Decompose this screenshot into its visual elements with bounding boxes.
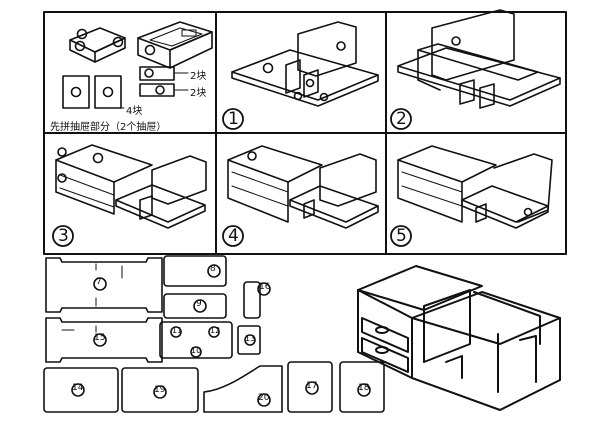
drawer-caption: 先拼抽屉部分（2个抽屉） [50,122,167,133]
part-marker-14c [71,383,85,397]
step-1-badge [222,108,244,130]
drawer-parts-panel [62,21,213,109]
step-3-badge [52,225,74,247]
step-1-panel [231,21,379,107]
part-13-label: 13 [245,334,256,343]
part-marker-7 [262,62,274,74]
part-marker-13b [244,334,256,346]
step-4-label: 4 [228,226,239,246]
part-16-label: 16 [259,282,271,292]
part-marker-17b [305,381,319,395]
qty-label-b: 2块 [190,88,207,99]
part-marker-2 [74,40,86,52]
part-19-label: 19 [154,385,166,395]
part-marker-18 [357,383,371,397]
part-20-label: 20 [258,393,270,403]
step-1-label: 1 [228,109,239,129]
part-marker-12 [451,36,461,46]
part-marker-14b [247,151,257,161]
part-marker-1 [76,28,88,40]
part-7-label: 7 [96,277,102,287]
part-marker-5 [144,68,154,78]
part-17-label: 17 [306,381,318,391]
part-marker-8 [207,264,221,278]
step-number-circles [52,108,412,247]
step-4-badge [222,225,244,247]
part-marker-3 [112,36,124,48]
panel-grid [43,11,567,255]
part-marker-9 [193,299,207,313]
part-18-label: 18 [358,383,370,393]
step-2-panel [397,9,561,109]
step-5-panel [397,145,553,229]
part-11-label: 11 [172,326,183,335]
part-marker-19 [153,385,167,399]
step-2-badge [390,108,412,130]
step-2-label: 2 [396,109,407,129]
step-3-panel [55,144,207,229]
qty-label-a: 2块 [190,71,207,82]
part-marker-13 [336,41,346,51]
part-15-label: 15 [94,333,106,343]
step-5-label: 5 [396,226,407,246]
part-marker-10 [190,346,202,358]
part-marker-14 [57,147,67,157]
step-3-label: 3 [58,226,69,246]
part-marker-6 [155,85,165,95]
step-5-badge [390,225,412,247]
final-assembly [357,265,561,411]
part-marker-11 [170,326,182,338]
part-marker-7b [93,277,107,291]
part-marker-4 [144,44,156,56]
parts-sheet [43,255,385,413]
part-marker-12b [208,326,220,338]
part-9-label: 9 [196,299,202,309]
part-8-label: 8 [210,264,216,274]
part-marker-20 [257,393,271,407]
part-marker-17 [92,152,104,164]
part-10-label: 10 [191,346,202,355]
step-4-panel [227,145,379,229]
part-12-label: 12 [210,326,221,335]
part-14-label: 14 [72,383,84,393]
part-marker-15 [93,333,107,347]
qty-label-c: 4块 [126,106,143,117]
part-marker-16 [257,282,271,296]
